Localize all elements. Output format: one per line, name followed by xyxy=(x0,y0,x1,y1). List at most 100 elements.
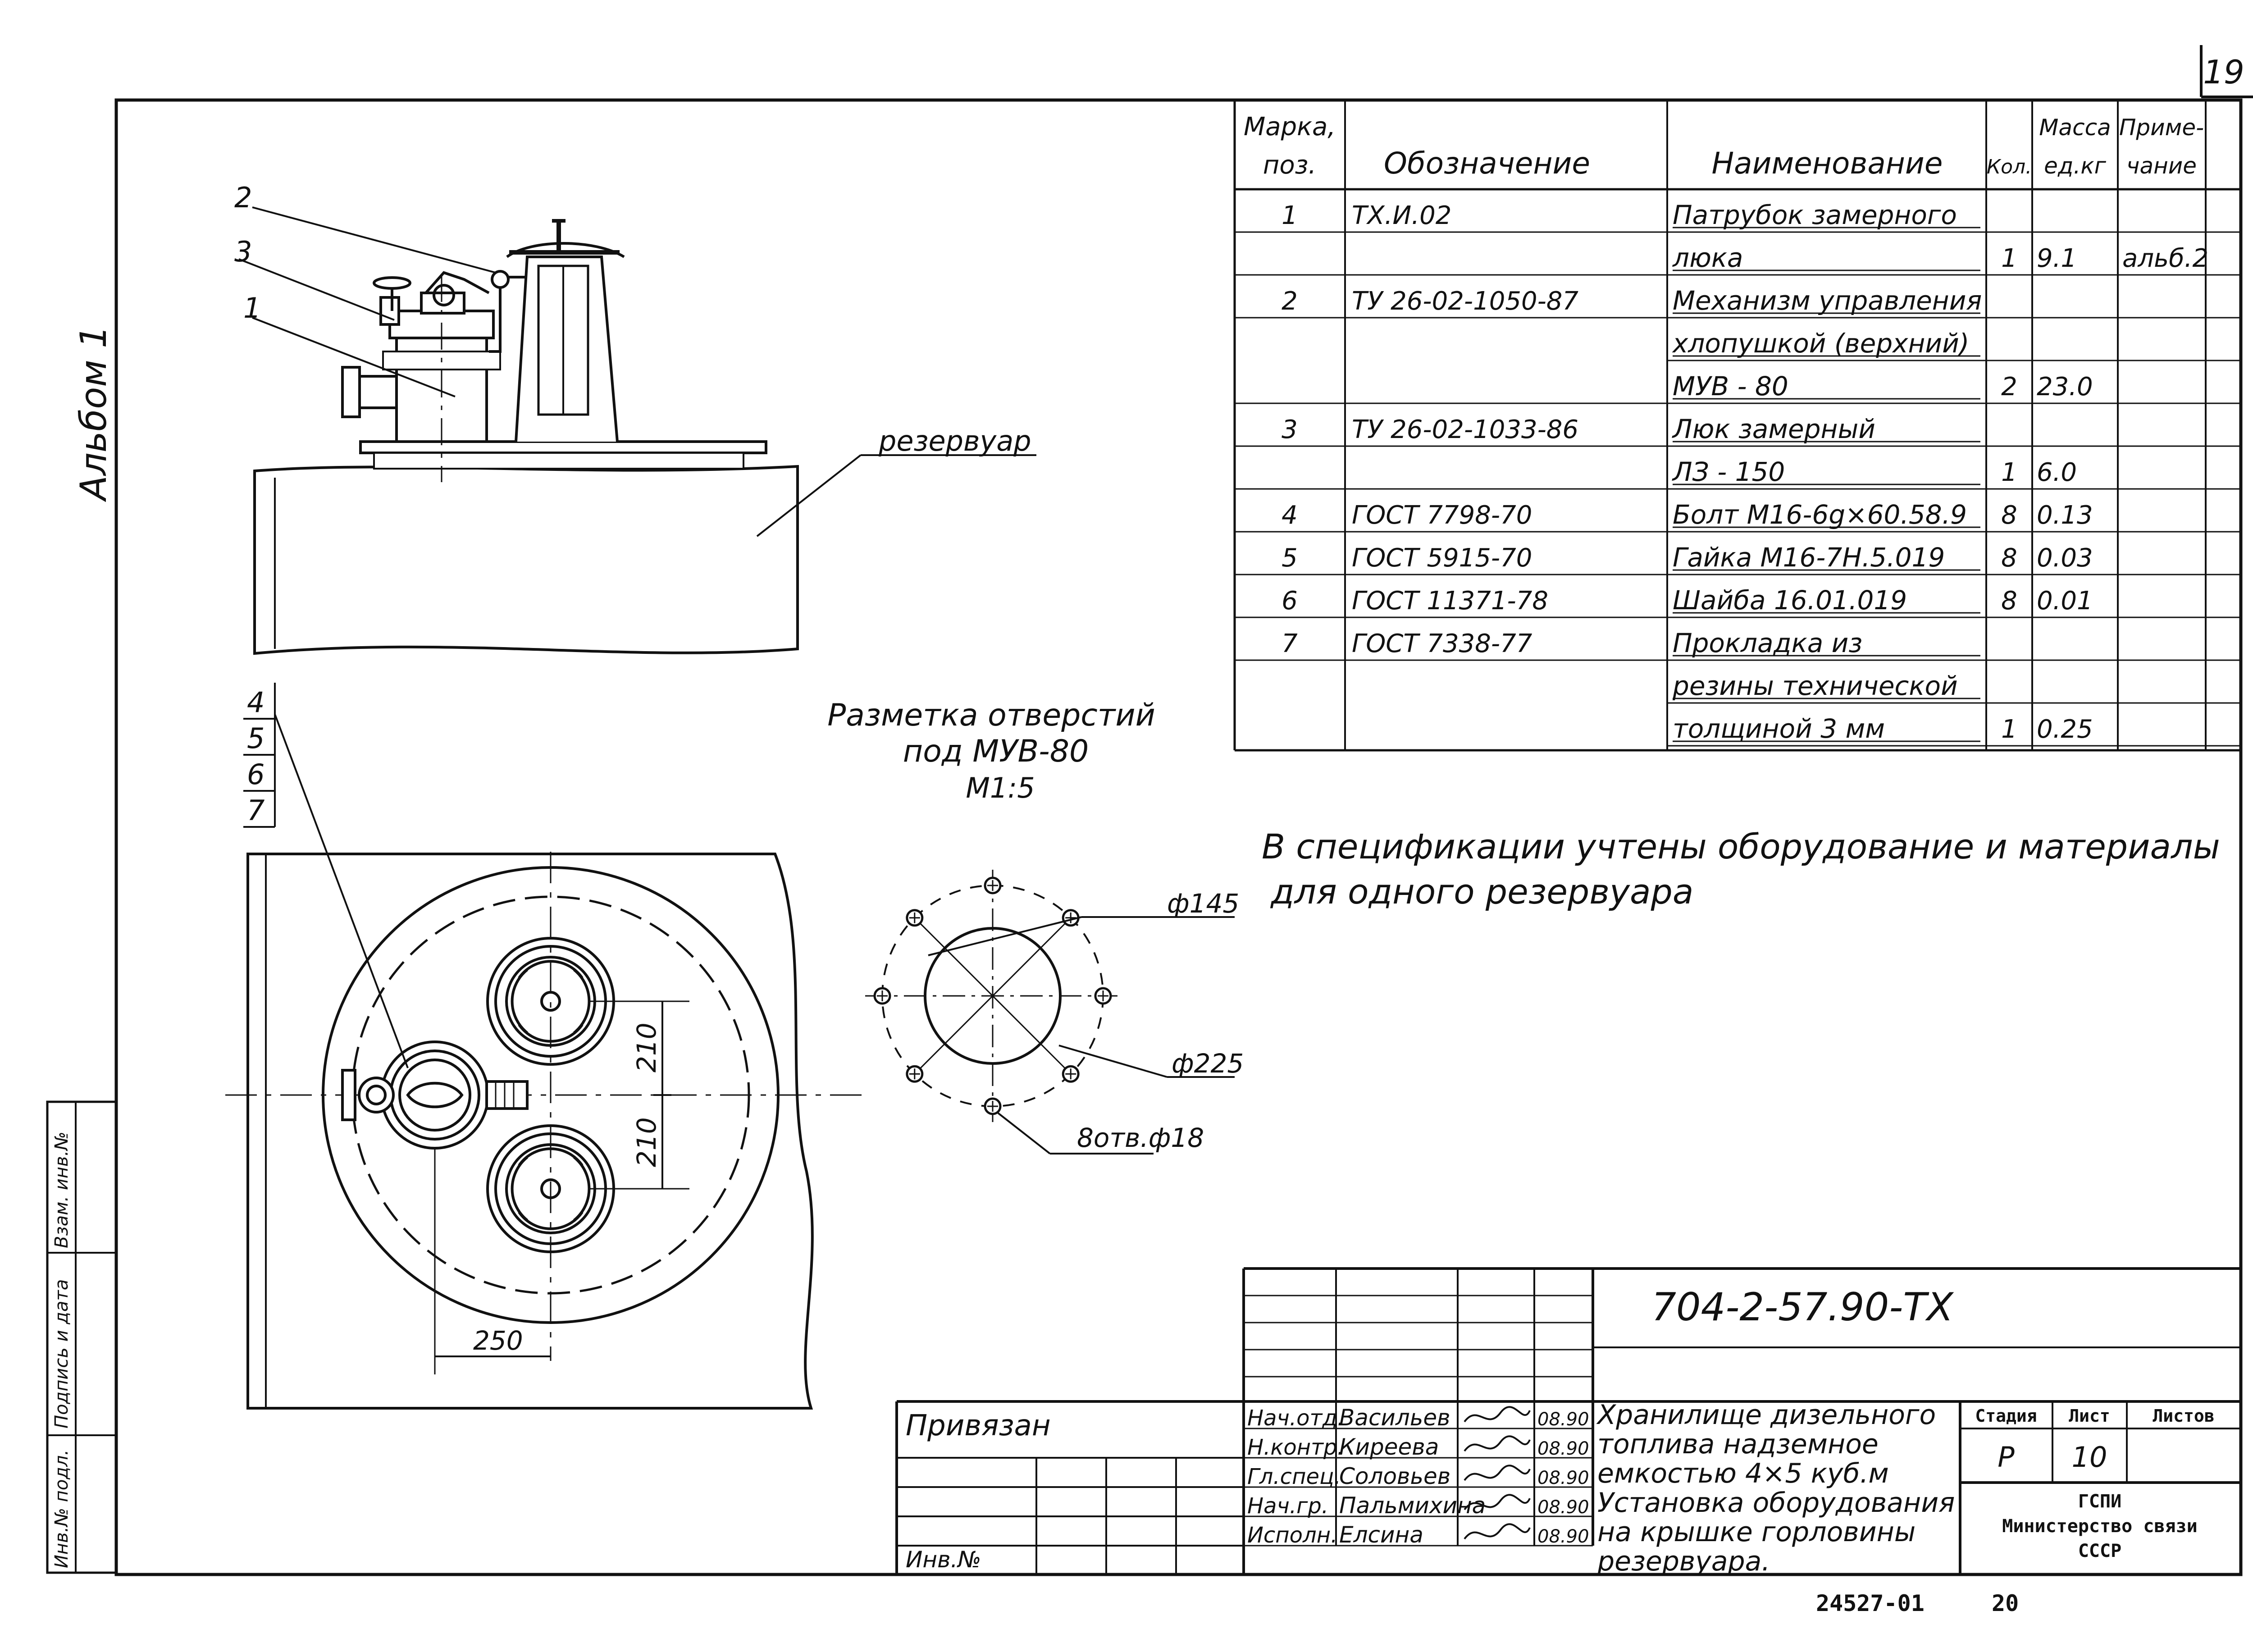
pos-label-6: 6 xyxy=(247,758,265,791)
spec-cell-designation: ГОСТ 5915-70 xyxy=(1352,543,1532,573)
spec-cell-mass: 0.01 xyxy=(2037,586,2093,616)
stamp-sign-label: Подпись и дата xyxy=(51,1279,72,1428)
sheet-number-box: 19 xyxy=(2200,45,2253,98)
project-line-3: емкостью 4×5 куб.м xyxy=(1597,1458,1889,1489)
title-role-date: 08.90 xyxy=(1537,1409,1589,1430)
spec-cell-qty: 1 xyxy=(2001,458,2017,487)
title-role-name: Васильев xyxy=(1339,1405,1450,1431)
project-line-1: Хранилище дизельного xyxy=(1596,1399,1936,1431)
spec-cell-mark: 6 xyxy=(1282,586,1298,616)
spec-cell-name: Прокладка из xyxy=(1673,628,1862,658)
spec-cell-mark: 3 xyxy=(1282,415,1298,444)
signature-scribble xyxy=(1464,1435,1531,1452)
spec-cell-mass: 6.0 xyxy=(2037,458,2077,487)
project-line-2: топлива надземное xyxy=(1597,1428,1879,1460)
signature-scribble xyxy=(1464,1494,1531,1511)
sheets-label: Листов xyxy=(2153,1406,2214,1426)
sheet-line-3: резервуара. xyxy=(1597,1546,1770,1577)
spec-cell-name: люка xyxy=(1672,242,1743,273)
hdr-note-2: чание xyxy=(2126,153,2197,179)
markup-title-2: под МУВ-80 xyxy=(903,734,1089,769)
pos-label-7: 7 xyxy=(247,794,265,827)
spec-cell-qty: 1 xyxy=(2001,715,2017,744)
pos-label-3: 3 xyxy=(234,235,252,268)
hdr-mark-1: Марка, xyxy=(1244,112,1336,141)
hdr-mass-2: ед.кг xyxy=(2044,153,2106,179)
markup-title-1: Разметка отверстий xyxy=(827,698,1155,733)
pos-label-1: 1 xyxy=(243,292,261,324)
title-role-name: Киреева xyxy=(1339,1434,1439,1460)
spec-cell-name: МУВ - 80 xyxy=(1673,371,1788,402)
dim-210-upper: 210 xyxy=(631,1022,662,1072)
title-role-role: Нач.гр. xyxy=(1247,1493,1328,1519)
title-role-date: 08.90 xyxy=(1537,1468,1589,1488)
spec-cell-qty: 2 xyxy=(2001,372,2017,402)
spec-cell-qty: 8 xyxy=(2001,501,2017,530)
hdr-designation: Обозначение xyxy=(1384,146,1590,181)
inv-label: Инв.№ xyxy=(906,1547,981,1573)
markup-title-3: М1:5 xyxy=(966,771,1035,804)
spec-cell-designation: ТХ.И.02 xyxy=(1352,201,1451,230)
spec-cell-designation: ТУ 26-02-1050-87 xyxy=(1352,287,1578,316)
org-line-1: ГСПИ xyxy=(2078,1491,2121,1512)
title-role-name: Соловьев xyxy=(1339,1463,1450,1489)
spec-cell-mark: 2 xyxy=(1282,287,1298,316)
tank-label: резервуар xyxy=(878,424,1031,457)
sheet-label: Лист xyxy=(2069,1406,2110,1426)
spec-cell-note: альб.2 xyxy=(2122,244,2208,273)
dim-210-lower: 210 xyxy=(631,1117,662,1167)
hdr-qty: Кол. xyxy=(1987,155,2032,178)
signature-scribble xyxy=(1464,1406,1531,1423)
dim-d145: ф145 xyxy=(1167,888,1239,919)
pos-label-stack: 4 5 6 7 xyxy=(243,683,276,828)
pos-label-2: 2 xyxy=(234,181,252,214)
spec-cell-designation: ГОСТ 7798-70 xyxy=(1352,501,1532,530)
stamp-replace-label: Взам. инв.№ xyxy=(51,1132,72,1248)
spec-cell-name: резины технической xyxy=(1672,671,1958,701)
stage-value: Р xyxy=(1998,1441,2015,1474)
spec-cell-mark: 5 xyxy=(1282,543,1298,573)
hdr-name: Наименование xyxy=(1712,146,1943,181)
pos-label-5: 5 xyxy=(247,722,265,755)
bottom-number: 24527-01 xyxy=(1816,1590,1925,1616)
title-role-role: Нач.отд. xyxy=(1247,1406,1344,1431)
spec-cell-qty: 8 xyxy=(2001,586,2017,616)
spec-cell-name: хлопушкой (верхний) xyxy=(1672,328,1969,359)
org-line-3: СССР xyxy=(2078,1541,2121,1561)
spec-cell-name: Механизм управления xyxy=(1673,285,1982,316)
spec-cell-mass: 9.1 xyxy=(2037,244,2077,273)
spec-cell-name: Гайка М16-7Н.5.019 xyxy=(1673,542,1945,573)
spec-cell-mass: 0.25 xyxy=(2037,715,2093,744)
spec-cell-designation: ТУ 26-02-1033-86 xyxy=(1352,415,1578,444)
dim-d225: ф225 xyxy=(1172,1048,1244,1079)
spec-cell-name: Шайба 16.01.019 xyxy=(1673,585,1907,616)
bound-label: Привязан xyxy=(906,1409,1051,1442)
title-role-role: Гл.спец. xyxy=(1247,1464,1341,1489)
plan-view-drawing xyxy=(225,714,865,1410)
sheet-number: 19 xyxy=(2203,53,2244,91)
hole-markup-detail xyxy=(865,870,1235,1155)
hdr-note-1: Приме- xyxy=(2119,114,2204,141)
sheet-value: 10 xyxy=(2072,1441,2107,1474)
signature-scribble xyxy=(1464,1465,1531,1481)
spec-cell-mass: 0.03 xyxy=(2037,543,2093,573)
spec-note-line-2: для одного резервуара xyxy=(1270,872,1693,912)
title-role-name: Пальмихина xyxy=(1339,1492,1486,1519)
title-block xyxy=(895,1267,2241,1574)
signature-scribble xyxy=(1464,1523,1531,1540)
spec-cell-name: Патрубок замерного xyxy=(1673,200,1957,230)
spec-cell-mark: 1 xyxy=(1282,201,1298,230)
spec-cell-mass: 0.13 xyxy=(2037,501,2093,530)
spec-note-line-1: В спецификации учтены оборудование и мат… xyxy=(1262,826,2220,867)
sheet-line-2: на крышке горловины xyxy=(1597,1516,1916,1548)
bottom-page: 20 xyxy=(1992,1590,2019,1616)
org-line-2: Министерство связи xyxy=(2002,1516,2197,1537)
spec-cell-mark: 7 xyxy=(1282,629,1298,658)
pos-label-4: 4 xyxy=(247,686,265,719)
spec-cell-name: Люк замерный xyxy=(1672,414,1875,444)
side-view-drawing xyxy=(238,206,1036,655)
spec-cell-designation: ГОСТ 7338-77 xyxy=(1352,629,1532,658)
spec-cell-qty: 1 xyxy=(2001,244,2017,273)
